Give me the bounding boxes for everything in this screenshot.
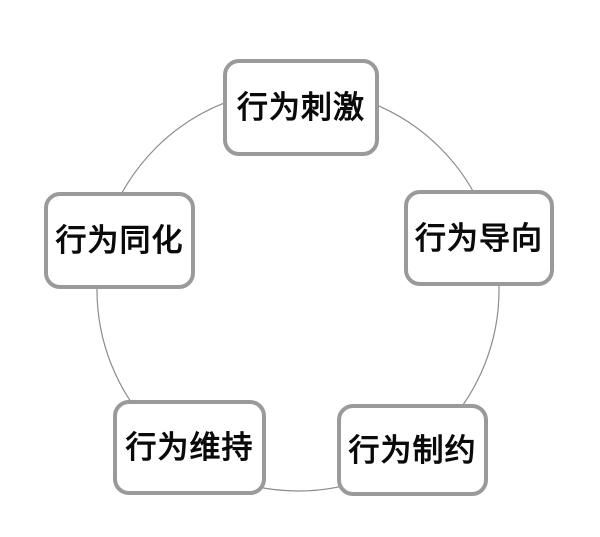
node-label: 行为制约 <box>348 432 477 468</box>
node-label: 行为同化 <box>55 223 184 258</box>
node-behavior-constraint[interactable]: 行为制约 <box>337 404 488 496</box>
node-label: 行为导向 <box>415 220 543 256</box>
node-behavior-orientation[interactable]: 行为导向 <box>404 190 554 286</box>
node-behavior-assimilation[interactable]: 行为同化 <box>44 192 195 289</box>
node-behavior-stimulus[interactable]: 行为刺激 <box>223 59 379 156</box>
node-label: 行为维持 <box>125 430 254 465</box>
node-behavior-maintenance[interactable]: 行为维持 <box>113 400 266 495</box>
node-label: 行为刺激 <box>237 90 365 125</box>
